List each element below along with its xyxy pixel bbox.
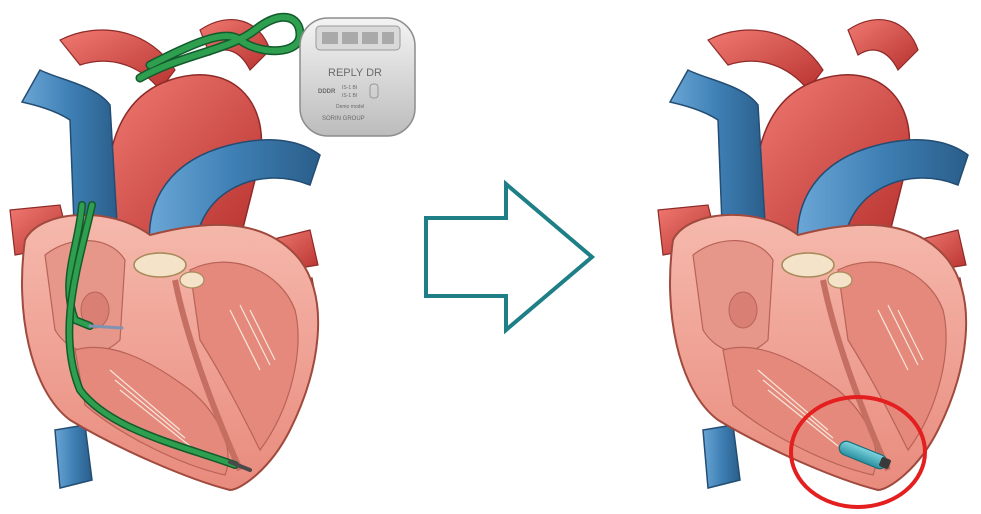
device-brand-label: SORIN GROUP [322,116,365,122]
right-heart-illustration [658,20,968,490]
pacemaker-generator-icon: REPLY DR DDDR IS-1 BI IS-1 BI Demo model… [300,18,415,136]
right-arrow-icon [426,184,592,330]
left-heart-illustration [10,20,320,490]
device-model-label: REPLY DR [328,67,382,79]
device-port-v-label: IS-1 BI [342,93,357,99]
device-note-label: Demo model [336,104,364,110]
device-port-a-label: IS-1 BI [342,85,357,91]
device-mode-label: DDDR [318,89,336,95]
